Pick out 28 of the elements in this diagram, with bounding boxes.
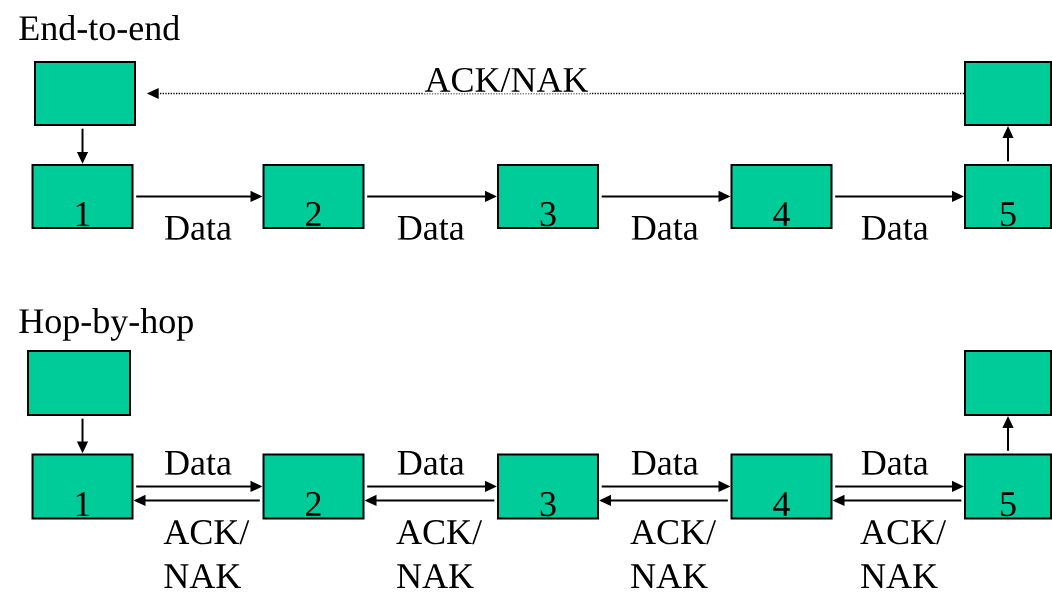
heading: Hop-by-hop: [19, 308, 193, 341]
node-box: 2: [262, 164, 365, 229]
edge-label: ACK/NAK: [423, 66, 590, 94]
node-box: 5: [964, 453, 1052, 520]
node-box: 1: [31, 164, 134, 229]
node-box: 4: [730, 453, 833, 520]
edge-label: Data: [395, 214, 467, 242]
edge-label: Data: [162, 214, 234, 242]
node-box: [27, 350, 131, 416]
edge-label: Data: [629, 214, 701, 242]
edge-label: ACK/ NAK: [628, 518, 725, 590]
node-box: [964, 350, 1052, 416]
edge-label: Data: [859, 214, 931, 242]
node-box: 4: [730, 164, 833, 229]
edge-label: Data: [162, 449, 234, 477]
edge-label: Data: [395, 449, 467, 477]
node-box: 3: [497, 453, 599, 520]
edge-label: ACK/ NAK: [162, 518, 258, 590]
node-box: 2: [262, 453, 365, 520]
node-box: [34, 61, 136, 126]
edge-label: Data: [629, 449, 701, 477]
node-box: 3: [497, 164, 599, 229]
node-box: 1: [31, 453, 134, 520]
node-box: 5: [964, 164, 1052, 229]
edge-label: ACK/ NAK: [858, 518, 955, 590]
edge-label: ACK/ NAK: [394, 518, 491, 590]
edge-label: Data: [859, 449, 931, 477]
node-box: [964, 61, 1052, 126]
